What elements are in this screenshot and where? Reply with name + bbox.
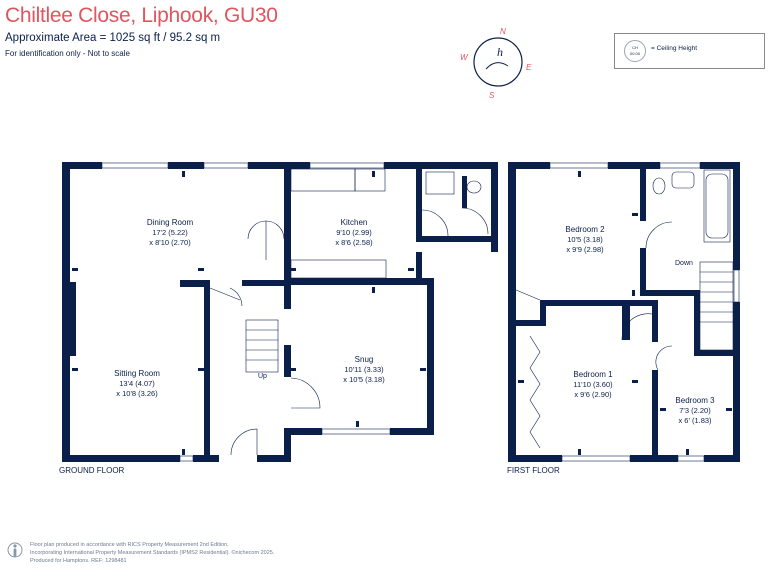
room-dimension: 17'2 (5.22) (152, 228, 188, 237)
ground-floor-label: GROUND FLOOR (59, 466, 125, 475)
compass-swoosh-icon (485, 62, 509, 70)
first-floor-label: FIRST FLOOR (507, 466, 560, 475)
footer-line: Incorporating International Property Mea… (30, 550, 275, 556)
room-dimension: 10'11 (3.33) (344, 365, 384, 374)
approximate-area: Approximate Area = 1025 sq ft / 95.2 sq … (5, 32, 221, 44)
compass-south: S (489, 91, 495, 100)
room-name: Sitting Room (114, 369, 160, 378)
ch-symbol-line2: 00.00 (629, 51, 640, 56)
identification-note: For identification only - Not to scale (5, 49, 130, 58)
compass-north: N (500, 27, 506, 36)
room-name: Bedroom 1 (573, 370, 613, 379)
compass: h N S E W (456, 24, 540, 102)
compass-west: W (460, 53, 469, 62)
room-bedroom-1: Bedroom 1 11'10 (3.60) x 9'6 (2.90) (548, 370, 638, 400)
room-name: Bedroom 2 (565, 225, 605, 234)
room-name: Bedroom 3 (675, 396, 715, 405)
footer-line: Produced for Hamptons. REF: 1298481 (30, 558, 127, 564)
room-dimension: x 8'6 (2.58) (335, 238, 373, 247)
room-dimension: x 10'5 (3.18) (343, 375, 385, 384)
ceiling-height-markers (72, 171, 732, 455)
room-dimension: 9'10 (2.99) (336, 228, 372, 237)
room-bedroom-2: Bedroom 2 10'5 (3.18) x 9'9 (2.98) (540, 225, 630, 255)
person-scale-icon (7, 542, 23, 558)
room-name: Kitchen (340, 218, 368, 227)
page-title: Chiltlee Close, Liphook, GU30 (5, 4, 278, 27)
stair-down-label: Down (675, 260, 693, 267)
compass-logo-letter: h (497, 45, 503, 59)
room-name: Snug (354, 355, 374, 364)
room-dimension: 7'3 (2.20) (679, 406, 711, 415)
room-dimension: x 9'9 (2.98) (566, 245, 604, 254)
ch-symbol-line1: CH (632, 45, 638, 50)
room-dimension: x 10'8 (3.26) (116, 389, 158, 398)
room-dimension: x 6' (1.83) (678, 416, 712, 425)
footer-credits: Floor plan produced in accordance with R… (30, 541, 274, 565)
compass-rose: h N S E W (460, 27, 532, 100)
first-floor-walls (508, 162, 740, 462)
room-dimension: 13'4 (4.07) (119, 379, 155, 388)
room-name: Dining Room (146, 218, 194, 227)
room-kitchen: Kitchen 9'10 (2.99) x 8'6 (2.58) (304, 218, 404, 248)
room-dimension: 10'5 (3.18) (567, 235, 603, 244)
first-floor-fixtures (515, 162, 740, 462)
ceiling-height-legend: CH 00.00 = Ceiling Height (614, 33, 765, 69)
compass-east: E (526, 63, 532, 72)
footer-line: Floor plan produced in accordance with R… (30, 542, 229, 548)
room-dimension: x 8'10 (2.70) (149, 238, 191, 247)
room-dining-room: Dining Room 17'2 (5.22) x 8'10 (2.70) (110, 218, 230, 248)
compass-circle-icon (473, 37, 523, 87)
room-dimension: x 9'6 (2.90) (574, 390, 612, 399)
room-snug: Snug 10'11 (3.33) x 10'5 (3.18) (314, 355, 414, 385)
ceiling-height-symbol-icon: CH 00.00 (624, 40, 646, 62)
room-bedroom-3: Bedroom 3 7'3 (2.20) x 6' (1.83) (656, 396, 734, 426)
legend-label: = Ceiling Height (651, 45, 698, 52)
room-sitting-room: Sitting Room 13'4 (4.07) x 10'8 (3.26) (82, 369, 192, 399)
stair-up-label: Up (258, 373, 267, 380)
ground-floor-walls (62, 162, 498, 462)
room-dimension: 11'10 (3.60) (573, 380, 613, 389)
